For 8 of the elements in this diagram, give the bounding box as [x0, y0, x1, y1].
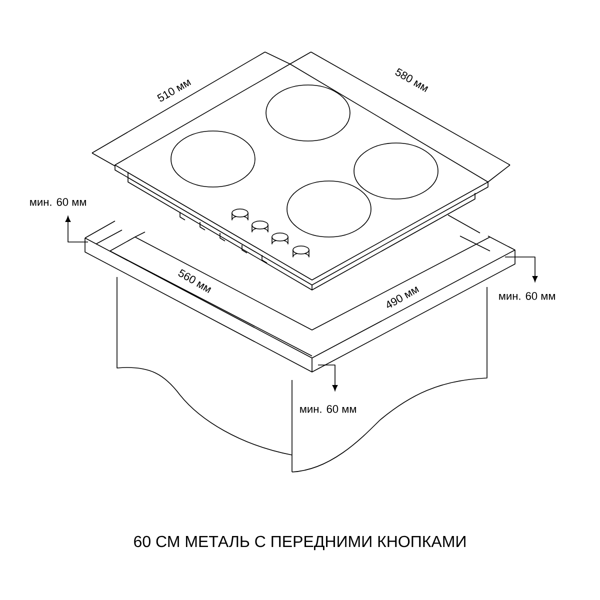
dimension-label: 580 мм: [395, 68, 428, 92]
caption: 60 СМ МЕТАЛЬ С ПЕРЕДНИМИ КНОПКАМИ: [134, 536, 466, 550]
dimension-label: мин. 60 мм: [30, 198, 86, 206]
dimension-label: 510 мм: [157, 80, 192, 102]
dimension-label: 560 мм: [178, 269, 212, 294]
dimension-label: 490 мм: [387, 286, 420, 308]
dimension-label: мин. 60 мм: [300, 405, 356, 413]
dimension-label: мин. 60 мм: [499, 292, 555, 300]
